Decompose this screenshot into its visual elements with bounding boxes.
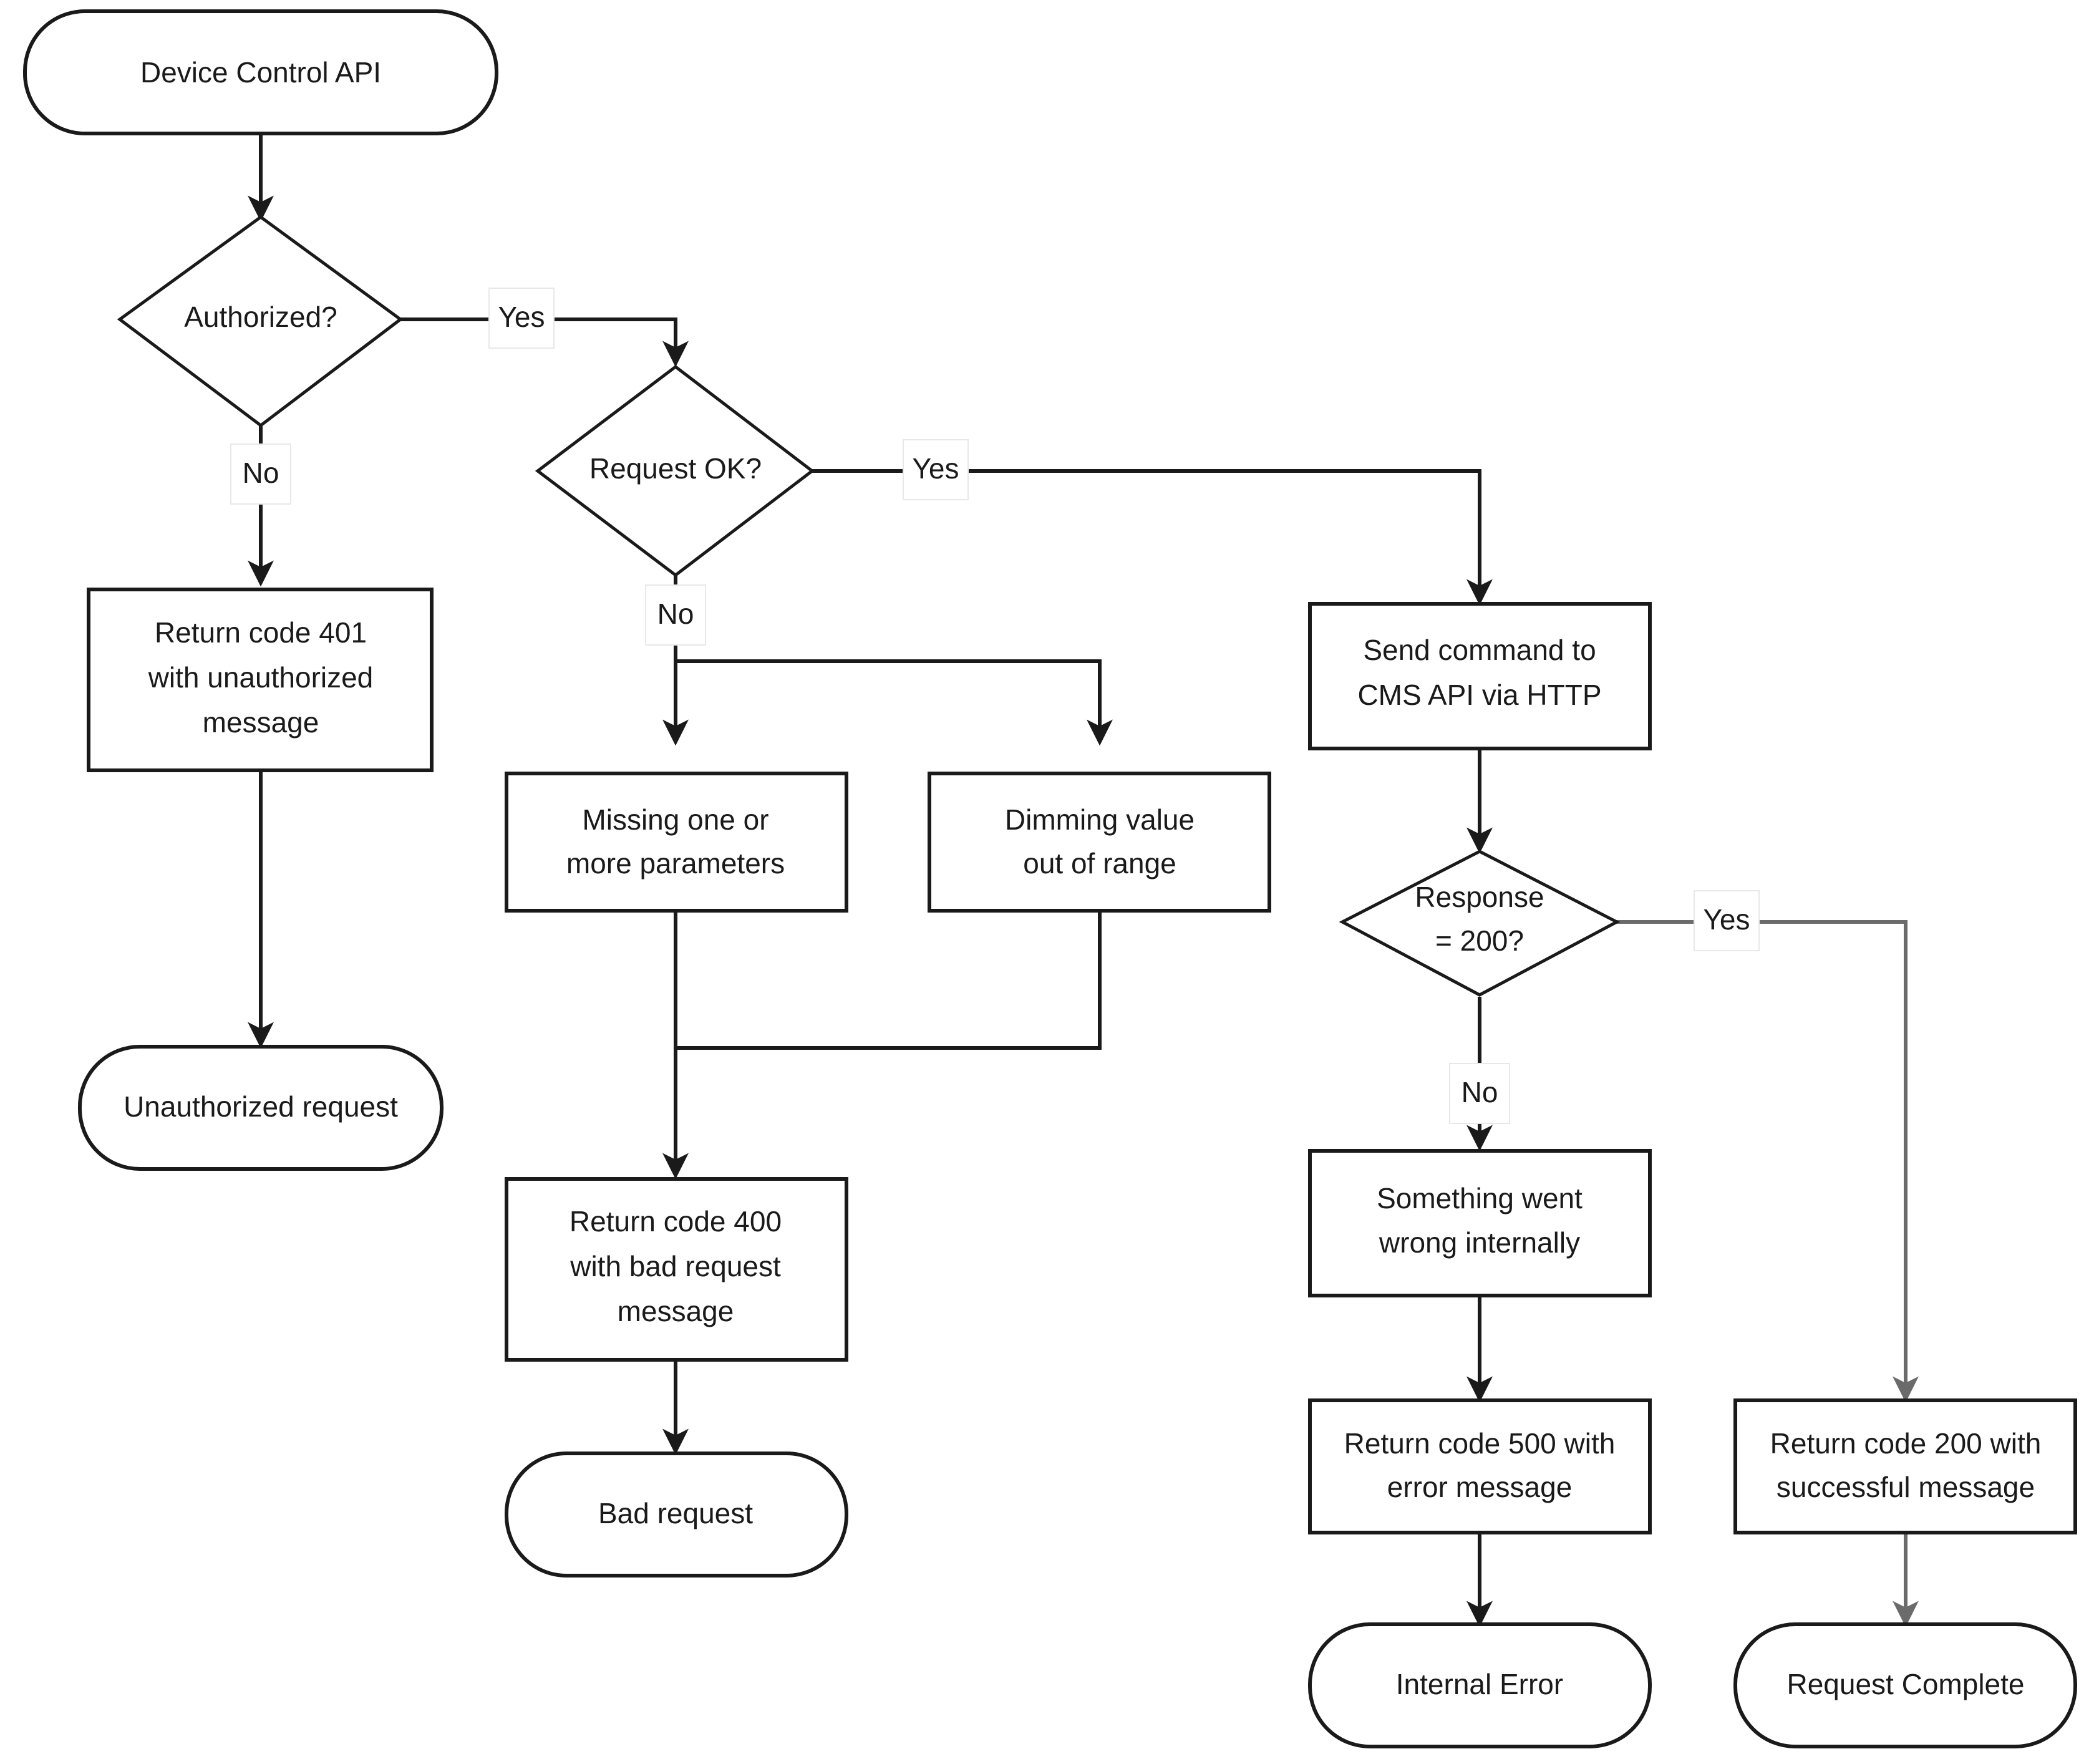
node-send-command-line1: Send command to [1363, 634, 1596, 666]
node-return401[interactable]: Return code 401 with unauthorized messag… [87, 588, 434, 772]
node-return200-line2: successful message [1777, 1471, 2035, 1503]
node-return401-line3: message [203, 706, 319, 739]
edge-label-authorized-yes-text: Yes [498, 301, 545, 333]
edge-response200-yes [1616, 920, 1919, 1403]
node-bad-request-label: Bad request [598, 1497, 753, 1529]
node-request-ok-label: Request OK? [589, 452, 762, 485]
edge-label-authorized-no-text: No [243, 457, 279, 489]
edge-requestok-yes [811, 469, 1493, 606]
node-request-complete[interactable]: Request Complete [1733, 1622, 2077, 1748]
node-authorized[interactable]: Authorized? [117, 215, 404, 428]
node-return200[interactable]: Return code 200 with successful message [1733, 1398, 2077, 1534]
node-start[interactable]: Device Control API [23, 9, 498, 135]
node-bad-request[interactable]: Bad request [505, 1451, 848, 1577]
edge-label-response200-yes-text: Yes [1703, 903, 1750, 936]
node-unauthorized-request[interactable]: Unauthorized request [78, 1045, 444, 1171]
edge-label-authorized-yes: Yes [488, 288, 555, 349]
edge-label-response200-yes: Yes [1694, 890, 1760, 951]
node-return400[interactable]: Return code 400 with bad request message [505, 1177, 848, 1362]
edge-label-requestok-no-text: No [657, 598, 694, 630]
node-return500-line1: Return code 500 with [1344, 1427, 1616, 1460]
edge-label-requestok-yes-text: Yes [912, 452, 959, 485]
node-unauthorized-request-label: Unauthorized request [124, 1090, 398, 1123]
node-request-complete-label: Request Complete [1787, 1668, 2025, 1700]
node-return401-line2: with unauthorized [148, 661, 374, 694]
node-internal-error-label: Internal Error [1396, 1668, 1563, 1700]
node-send-command[interactable]: Send command to CMS API via HTTP [1308, 602, 1652, 750]
node-request-ok[interactable]: Request OK? [535, 364, 815, 578]
node-return400-line3: message [618, 1295, 734, 1327]
node-return400-line1: Return code 400 [570, 1205, 782, 1238]
edge-dimming-to-return400 [676, 911, 1102, 1050]
node-authorized-label: Authorized? [184, 301, 337, 333]
edge-label-requestok-yes: Yes [903, 439, 969, 500]
edge-label-requestok-no: No [645, 584, 706, 646]
node-something-wrong-line2: wrong internally [1379, 1226, 1580, 1259]
node-response200[interactable]: Response = 200? [1339, 850, 1621, 997]
node-dimming-range[interactable]: Dimming value out of range [928, 772, 1271, 913]
edge-requestok-no-dimming [676, 659, 1113, 746]
node-something-wrong[interactable]: Something went wrong internally [1308, 1149, 1652, 1297]
node-return500-line2: error message [1387, 1471, 1573, 1503]
node-missing-params-line1: Missing one or [582, 803, 768, 836]
node-return500[interactable]: Return code 500 with error message [1308, 1398, 1652, 1534]
node-response200-line1: Response [1415, 881, 1544, 913]
node-dimming-range-line2: out of range [1023, 847, 1176, 880]
node-return200-line1: Return code 200 with [1770, 1427, 2042, 1460]
edge-label-response200-no: No [1449, 1063, 1510, 1124]
edge-label-authorized-no: No [230, 443, 291, 505]
node-return401-line1: Return code 401 [155, 616, 367, 649]
edge-label-response200-no-text: No [1462, 1076, 1498, 1108]
node-missing-params[interactable]: Missing one or more parameters [505, 772, 848, 913]
node-start-label: Device Control API [140, 56, 381, 89]
node-missing-params-line2: more parameters [566, 847, 785, 880]
node-dimming-range-line1: Dimming value [1005, 803, 1195, 836]
node-something-wrong-line1: Something went [1377, 1182, 1583, 1214]
node-return400-line2: with bad request [570, 1250, 781, 1282]
node-internal-error[interactable]: Internal Error [1308, 1622, 1652, 1748]
node-response200-line2: = 200? [1435, 924, 1524, 957]
node-send-command-line2: CMS API via HTTP [1357, 679, 1601, 711]
